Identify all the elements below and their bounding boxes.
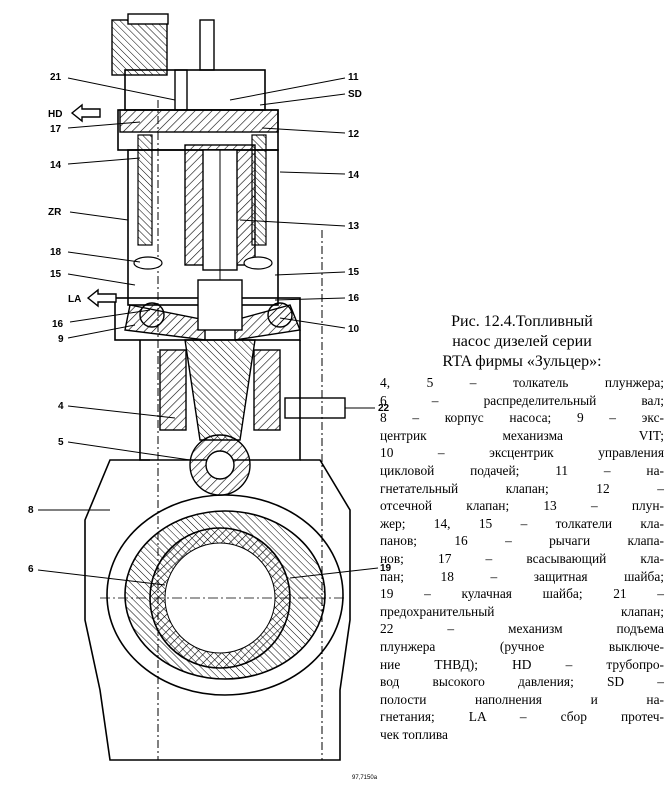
label-15a: 15	[50, 269, 62, 280]
drawing-code: 97,7150a	[352, 775, 378, 781]
caption-line: 4, 5 – толкатель плунжера;	[380, 375, 664, 390]
valve-block-top	[111, 13, 215, 111]
label-14b: 14	[348, 170, 360, 181]
cam-disc	[100, 494, 345, 696]
label-9: 9	[58, 334, 64, 345]
caption-title-line: RTA фирмы «Зульцер»:	[442, 353, 602, 370]
plunger-pusher	[159, 339, 346, 496]
caption-line: предохранительный клапан;	[380, 603, 664, 619]
caption-line: полости наполнения и на-	[380, 691, 664, 707]
label-14a: 14	[50, 160, 62, 171]
label-la: LA	[68, 294, 81, 305]
label-13: 13	[348, 221, 360, 232]
valve-pushers	[133, 134, 273, 270]
caption-line: плунжера (ручное выключе-	[380, 638, 664, 654]
callout-labels: 21 11 SD HD 17 12 14 14 ZR 13 18 15 15 L…	[28, 72, 392, 781]
label-15b: 15	[348, 267, 360, 278]
figure-caption: Рис. 12.4.Топливный насос дизелей серии …	[380, 312, 664, 743]
caption-line: вод высокого давления; SD –	[380, 674, 664, 690]
caption-line: чек топлива	[380, 726, 449, 742]
caption-line: 19 – кулачная шайба; 21 –	[380, 586, 664, 602]
caption-line: цикловой подачей; 11 – на-	[380, 462, 664, 478]
label-6: 6	[28, 564, 34, 575]
label-18: 18	[50, 247, 62, 258]
label-12: 12	[348, 129, 360, 140]
caption-title: Рис. 12.4.Топливный насос дизелей серии …	[380, 312, 664, 372]
levers	[124, 279, 301, 341]
head-plate	[119, 109, 279, 133]
label-16a: 16	[52, 319, 64, 330]
caption-body: 4, 5 – толкатель плунжера; 6 – распредел…	[380, 374, 664, 743]
label-19: 19	[380, 563, 392, 574]
label-21: 21	[50, 72, 62, 83]
arrows	[70, 103, 117, 308]
caption-line: отсечной клапан; 13 – плун-	[380, 498, 664, 514]
la-arrow-icon	[86, 288, 117, 308]
label-17: 17	[50, 124, 62, 135]
caption-line: панов; 16 – рычаги клапа-	[380, 533, 664, 549]
label-5: 5	[58, 437, 64, 448]
caption-line: центрик механизма VIT;	[380, 427, 664, 443]
caption-line: 10 – эксцентрик управления	[380, 445, 664, 461]
caption-title-line: Рис. 12.4.Топливный	[451, 313, 593, 330]
label-zr: ZR	[48, 207, 62, 218]
label-11: 11	[348, 72, 359, 83]
caption-line: жер; 14, 15 – толкатели кла-	[380, 515, 664, 531]
caption-line: гнетания; LA – сбор протеч-	[380, 709, 664, 725]
label-8: 8	[28, 505, 34, 516]
label-4: 4	[58, 401, 64, 412]
caption-line: нов; 17 – всасывающий кла-	[380, 550, 664, 566]
caption-line: ние ТНВД); HD – трубопро-	[380, 656, 664, 672]
fuel-pump-drawing: 21 11 SD HD 17 12 14 14 ZR 13 18 15 15 L…	[28, 13, 392, 781]
label-10: 10	[348, 324, 360, 335]
caption-line: пан; 18 – защитная шайба;	[380, 568, 664, 584]
label-22: 22	[378, 403, 390, 414]
caption-line: 22 – механизм подъема	[380, 621, 664, 637]
caption-title-line: насос дизелей серии	[452, 333, 592, 350]
label-sd: SD	[348, 89, 362, 100]
label-hd: HD	[48, 109, 62, 120]
hd-arrow-icon	[70, 103, 101, 123]
caption-line: 8 – корпус насоса; 9 – экс-	[380, 410, 664, 426]
plunger-bushing	[184, 144, 256, 300]
label-16b: 16	[348, 293, 360, 304]
caption-line: гнетательный клапан; 12 –	[380, 480, 664, 496]
caption-line: 6 – распределительный вал;	[380, 392, 664, 408]
leader-lines	[37, 77, 379, 586]
